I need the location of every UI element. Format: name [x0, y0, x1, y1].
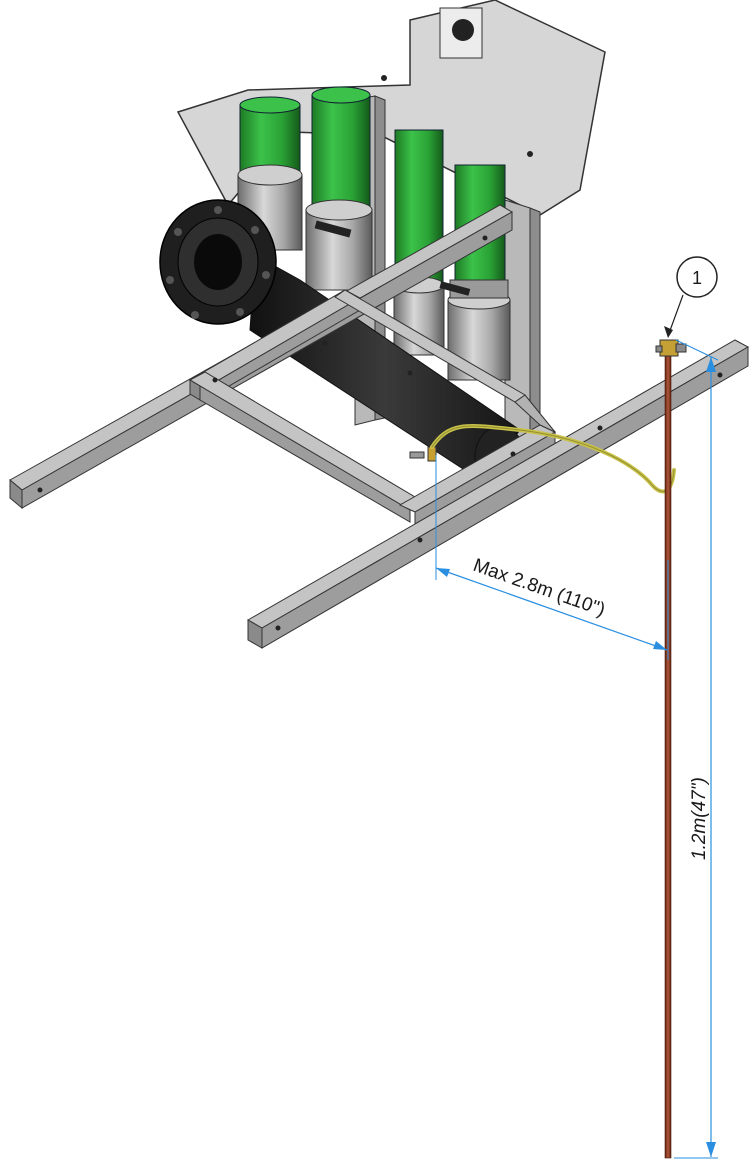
ground-rod-clamp — [655, 339, 687, 357]
callout-1: 1 — [664, 256, 718, 338]
callout-number: 1 — [692, 268, 702, 288]
vertical-dimension-label: 1.2m(47") — [689, 777, 710, 860]
switch-knob — [452, 19, 474, 41]
ground-rod — [664, 341, 672, 1159]
vertical-dimension: 1.2m(47") — [674, 339, 719, 1159]
pipe-flange — [159, 199, 277, 325]
base-frame — [9, 204, 750, 649]
frame-ground-lug — [409, 446, 437, 462]
control-panel — [176, 0, 606, 216]
